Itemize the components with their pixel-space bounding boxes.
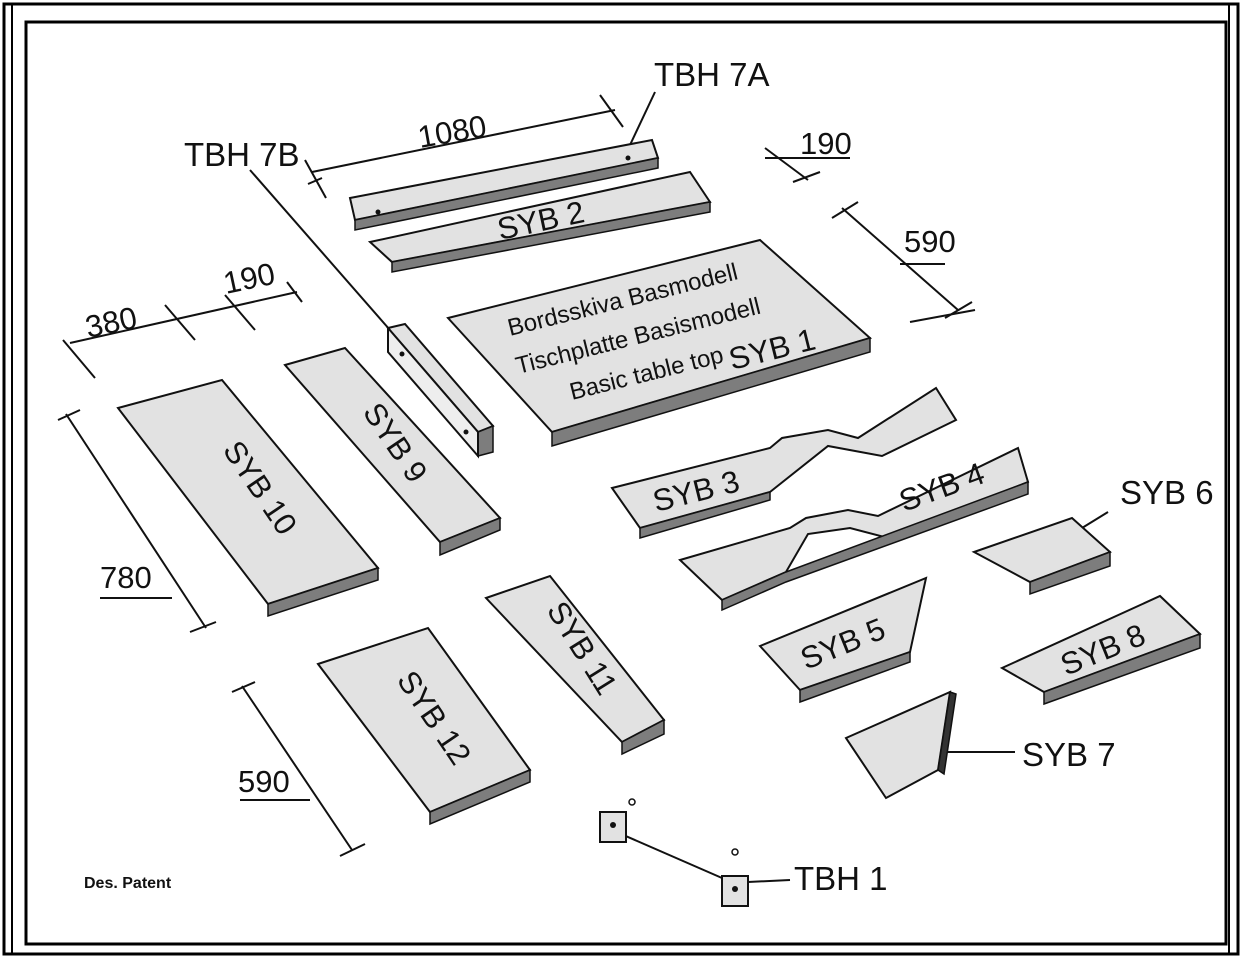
part-syb-1: [446, 238, 873, 448]
part-syb-8: [999, 594, 1202, 706]
part-syb-9: [283, 346, 502, 557]
dimension-190-left: 190: [220, 256, 278, 301]
part-syb-6: [971, 516, 1112, 596]
dimension-780: 780: [100, 560, 152, 595]
part-syb-2: [367, 170, 712, 273]
part-tbh-7b: [386, 322, 495, 459]
dimension-190-top: 190: [800, 126, 852, 161]
dimension-590-bottom: 590: [238, 764, 290, 799]
patent-note: Des. Patent: [84, 875, 172, 892]
dimension-380: 380: [82, 300, 140, 345]
part-syb-5: [758, 576, 928, 704]
label-syb-6: SYB 6: [1120, 474, 1214, 511]
label-tbh-1: TBH 1: [794, 860, 888, 897]
part-syb-12: [316, 626, 532, 826]
part-syb-7: [844, 690, 957, 800]
dimension-1080: 1080: [415, 108, 489, 154]
part-tbh-1: [599, 798, 749, 907]
label-syb-7: SYB 7: [1022, 736, 1116, 773]
part-tbh-7a: [348, 138, 660, 231]
part-syb-3: [610, 386, 958, 540]
label-tbh-7b: TBH 7B: [184, 136, 300, 173]
part-syb-4: [678, 446, 1030, 612]
drawing-border: [24, 20, 1228, 946]
label-tbh-7a: TBH 7A: [654, 56, 770, 93]
part-syb-11: [484, 574, 666, 756]
dimension-590-top: 590: [904, 224, 956, 259]
part-syb-10: [116, 378, 380, 618]
dimension-lines: [57, 91, 1109, 883]
